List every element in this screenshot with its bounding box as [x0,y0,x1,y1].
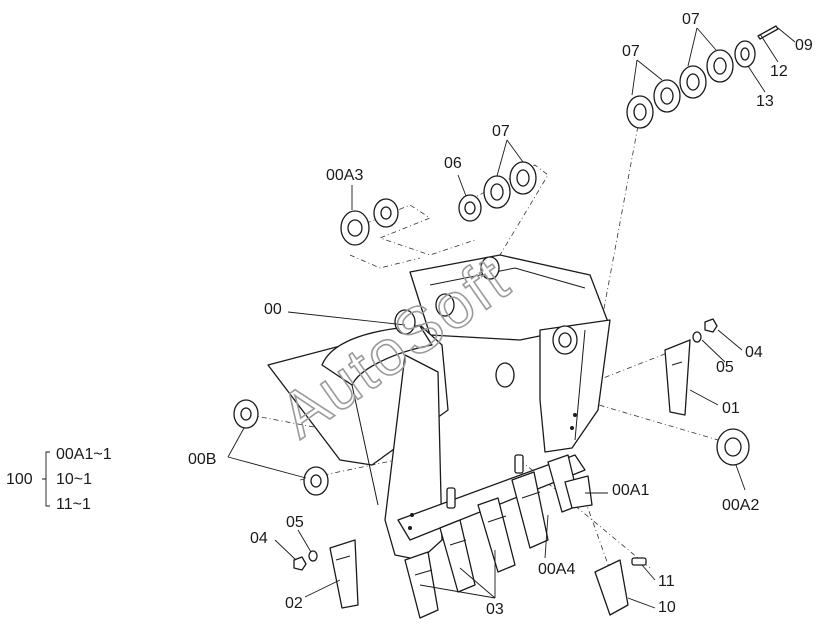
adapter-00A1 [564,475,593,509]
label-06: 06 [444,155,462,172]
tooth-pins [446,454,647,566]
label-12: 12 [770,63,788,80]
kit-item: 00A1~1 [56,446,112,463]
kit-brace [42,451,50,507]
label-10: 10 [658,599,676,616]
bucket-body [267,254,611,561]
label-00A2: 00A2 [722,497,759,514]
side-cutter-right [664,339,691,416]
kit-item: 10~1 [56,471,92,488]
kit-callout: 100 00A1~1 10~1 11~1 [6,446,112,513]
label-03: 03 [486,601,504,618]
part-labels: 00 00A1 00A2 00A3 00A4 00B 01 02 03 04 0… [188,11,813,618]
bushings [233,198,750,496]
label-07-middle: 07 [492,123,510,140]
label-00B: 00B [188,451,216,468]
label-01: 01 [722,400,740,417]
label-04-right: 04 [745,344,763,361]
label-04-left: 04 [250,530,268,547]
label-13: 13 [756,93,774,110]
label-00A4: 00A4 [538,561,575,578]
leader-lines [227,27,796,609]
label-00A3: 00A3 [326,167,363,184]
label-00: 00 [264,301,282,318]
nuts-washers [293,318,718,571]
label-05-right: 05 [716,359,734,376]
label-07-top: 07 [682,11,700,28]
kit-number: 100 [6,471,33,488]
label-11: 11 [658,573,675,590]
label-07-left: 07 [622,43,640,60]
label-09: 09 [795,37,813,54]
shims-and-washers [458,25,779,222]
label-00A1: 00A1 [612,482,649,499]
side-cutter-left [329,539,359,609]
tooth-point-10 [594,559,629,616]
label-05-left: 05 [286,514,304,531]
label-02: 02 [285,595,303,612]
kit-item: 11~1 [56,496,91,513]
